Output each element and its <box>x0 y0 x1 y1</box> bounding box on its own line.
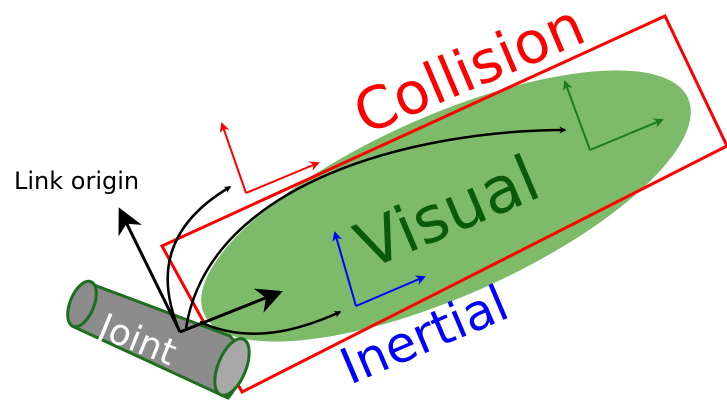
arrow-to-collision-origin <box>166 185 232 333</box>
arrow-to-inertial-origin <box>199 310 342 335</box>
link-origin-label: Link origin <box>14 167 139 195</box>
inertial-frame <box>332 231 426 307</box>
collision-frame <box>219 122 320 194</box>
visual-ellipse <box>201 70 691 342</box>
visual-frame <box>563 80 664 151</box>
arrow-to-visual-origin <box>184 126 567 329</box>
link-origin-frame <box>118 207 283 334</box>
joint-cylinder <box>66 279 251 400</box>
